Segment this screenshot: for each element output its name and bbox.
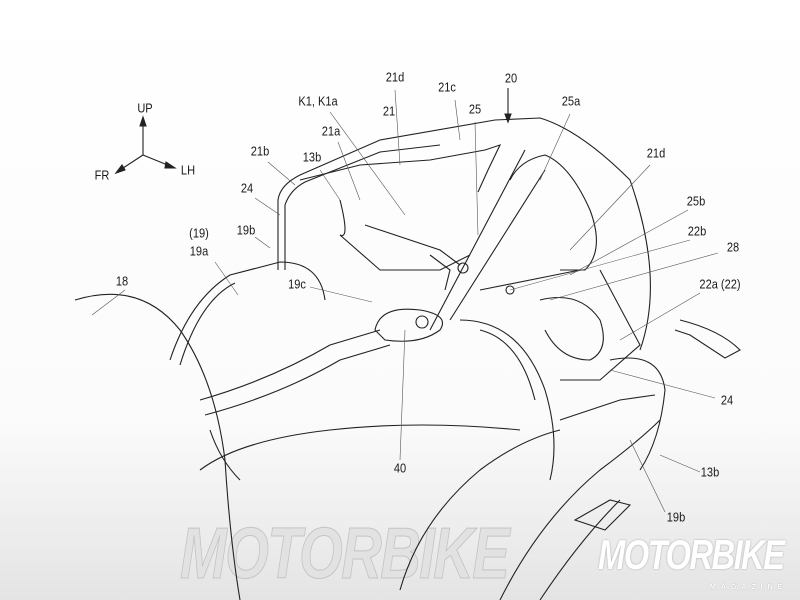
- ref-label: 25b: [686, 193, 706, 209]
- ref-label: 21a: [321, 123, 341, 139]
- ref-label: (19): [189, 225, 209, 241]
- ref-label: 24: [240, 180, 254, 196]
- ref-label: 25a: [561, 93, 581, 109]
- ref-label: 13b: [302, 149, 322, 165]
- leader-lines: [91, 89, 719, 513]
- ref-label: 18: [115, 273, 129, 289]
- ref-label: 13b: [700, 464, 720, 480]
- ref-label: 21c: [438, 79, 456, 95]
- ref-label: 25: [468, 101, 482, 117]
- ref-label: 22b: [687, 223, 707, 239]
- axis-label-front: FR: [94, 167, 110, 183]
- ref-label: 22a (22): [699, 276, 741, 292]
- axis-label-left: LH: [180, 162, 196, 178]
- ref-label: 19a: [189, 243, 209, 259]
- ref-label: 21d: [646, 145, 666, 161]
- reference-arrow-20: [504, 88, 512, 124]
- ref-label: 21: [382, 103, 396, 119]
- logo-subtitle: MAGAZINE: [710, 584, 788, 591]
- ref-label: 21d: [385, 69, 405, 85]
- ref-label: 20: [504, 70, 518, 86]
- ref-label: 19b: [666, 509, 686, 525]
- ref-label: 19c: [288, 276, 306, 292]
- watermark-text: MOTORBIKE: [180, 514, 510, 594]
- ref-label: 19b: [236, 222, 256, 238]
- carrier-frame-21: [277, 117, 741, 531]
- ref-label: 40: [393, 460, 407, 476]
- ref-label: 24: [720, 392, 734, 408]
- side-cover-19: [169, 261, 661, 600]
- ref-label: K1, K1a: [298, 93, 338, 109]
- ref-label: 21b: [250, 143, 270, 159]
- seat-outline-18: [74, 293, 241, 600]
- direction-axes-icon: [114, 115, 177, 175]
- ref-label: 28: [726, 239, 740, 255]
- logo-title: MOTORBIKE: [598, 531, 785, 578]
- axis-label-up: UP: [137, 100, 153, 116]
